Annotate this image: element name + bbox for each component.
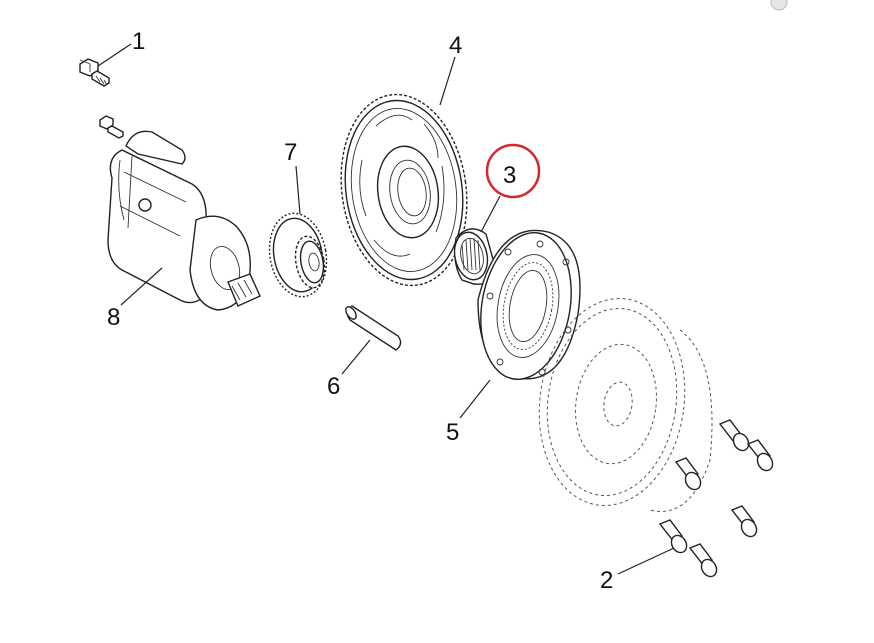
part-4-idle-gear[interactable]	[329, 86, 479, 293]
leader-8	[120, 267, 163, 306]
corner-mark-icon	[770, 0, 788, 11]
label-1[interactable]: 1	[132, 28, 145, 55]
part-2-mounting-bolts[interactable]	[658, 419, 776, 579]
label-2[interactable]: 2	[600, 567, 613, 594]
part-1-bolt[interactable]	[79, 58, 110, 87]
label-8[interactable]: 8	[107, 304, 120, 331]
leader-7	[295, 165, 301, 215]
label-5[interactable]: 5	[446, 419, 459, 446]
part-7-reduction-gear[interactable]	[263, 209, 333, 301]
leader-4	[439, 56, 456, 106]
label-3[interactable]: 3	[503, 162, 516, 189]
part-6-shaft[interactable]	[344, 305, 402, 351]
label-7[interactable]: 7	[284, 139, 297, 166]
label-4[interactable]: 4	[449, 32, 462, 59]
part-8-starter-motor[interactable]	[99, 115, 261, 311]
part-3-needle-bearing[interactable]	[450, 228, 497, 285]
leader-6	[341, 339, 371, 375]
leader-2	[617, 547, 675, 575]
flywheel-reference	[538, 298, 713, 512]
highlight-circle-3	[485, 143, 541, 199]
leader-5	[459, 379, 491, 419]
part-5-one-way-clutch[interactable]	[470, 225, 582, 386]
label-6[interactable]: 6	[327, 373, 340, 400]
leader-3	[480, 195, 501, 233]
leader-1	[97, 43, 132, 67]
